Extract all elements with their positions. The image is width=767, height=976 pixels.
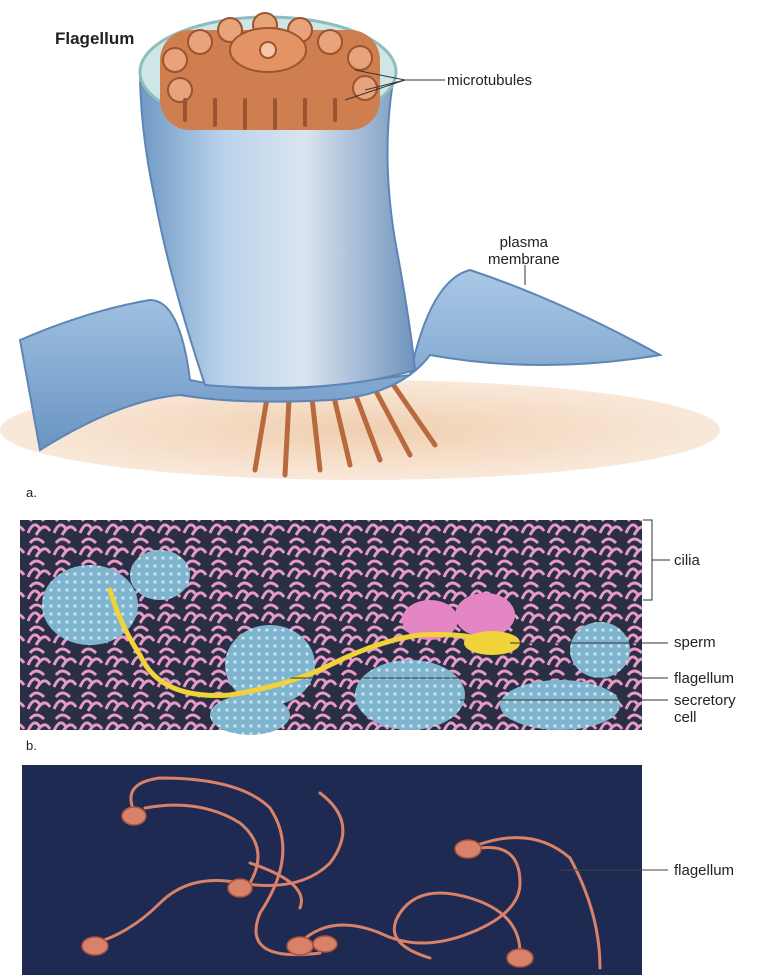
microtubule-bundle bbox=[160, 13, 380, 130]
panel-b: cilia sperm flagellum secretory cell b. bbox=[0, 515, 767, 755]
microtubules-label: microtubules bbox=[447, 72, 532, 89]
flagellum-title: Flagellum bbox=[55, 30, 134, 47]
flagellum-label-b: flagellum bbox=[674, 670, 734, 687]
cilia-bracket bbox=[643, 520, 652, 600]
cilia-label: cilia bbox=[674, 552, 700, 569]
flagellum-label-c: flagellum bbox=[674, 862, 734, 879]
cilia-micrograph bbox=[0, 515, 767, 755]
secretory-cell-label: secretory cell bbox=[674, 692, 736, 726]
secretory-cell-line1: secretory bbox=[674, 692, 736, 709]
panel-b-letter: b. bbox=[26, 737, 37, 754]
pink-cell-2 bbox=[455, 593, 515, 637]
plasma-membrane-label: plasma membrane bbox=[488, 234, 560, 268]
panel-a: Flagellum microtubules plasma membrane a… bbox=[0, 0, 767, 500]
panel-c: flagellum bbox=[0, 763, 767, 976]
secretory-cell-line2: cell bbox=[674, 709, 736, 726]
plasma-membrane-line1: plasma bbox=[488, 234, 560, 251]
flagellum-illustration bbox=[0, 0, 767, 500]
plasma-membrane-line2: membrane bbox=[488, 251, 560, 268]
panel-a-letter: a. bbox=[26, 484, 37, 501]
sperm-label: sperm bbox=[674, 634, 716, 651]
sperm-photograph bbox=[0, 763, 767, 976]
